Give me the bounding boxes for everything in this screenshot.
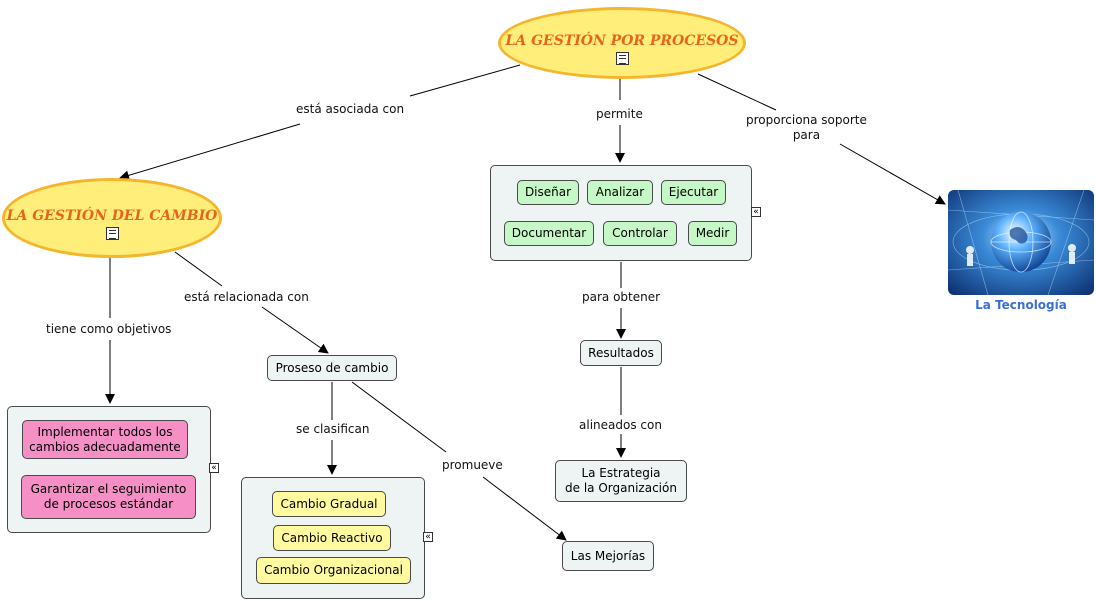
- link-label-objetivos: tiene como objetivos: [46, 322, 172, 337]
- link-label-obtener: para obtener: [582, 290, 661, 305]
- topic-gestion-del-cambio-title: LA GESTIÓN DEL CAMBIO: [6, 208, 218, 224]
- change-type-reactivo[interactable]: Cambio Reactivo: [273, 525, 391, 551]
- link-line-soporte-b: [839, 143, 946, 205]
- link-label-relacionada: está relacionada con: [184, 290, 309, 305]
- change-type-organizacional[interactable]: Cambio Organizacional: [256, 557, 411, 584]
- link-line-relacionada-a: [174, 251, 223, 287]
- concept-tecnologia[interactable]: La Tecnología: [975, 298, 1067, 312]
- objective-garantizar[interactable]: Garantizar el seguimiento de procesos es…: [21, 475, 196, 519]
- document-icon[interactable]: [615, 52, 629, 65]
- expand-icon[interactable]: «: [423, 532, 433, 542]
- link-label-soporte: proporciona soporte para: [746, 113, 867, 143]
- link-line-soporte-a: [697, 73, 777, 111]
- link-line-asociada-b: [119, 123, 301, 181]
- topic-gestion-por-procesos[interactable]: LA GESTIÓN POR PROCESOS: [498, 7, 746, 79]
- action-controlar[interactable]: Controlar: [603, 221, 677, 246]
- change-type-gradual[interactable]: Cambio Gradual: [272, 491, 386, 517]
- link-line-promueve-a: [351, 381, 447, 453]
- concept-mejoras[interactable]: Las Mejorías: [562, 541, 654, 571]
- link-line-asociada-a: [409, 64, 521, 97]
- action-medir[interactable]: Medir: [688, 221, 737, 246]
- concept-resultados[interactable]: Resultados: [580, 340, 662, 366]
- topic-gestion-del-cambio[interactable]: LA GESTIÓN DEL CAMBIO: [2, 178, 222, 258]
- action-disenar[interactable]: Diseñar: [517, 180, 579, 205]
- objective-implementar[interactable]: Implementar todos los cambios adecuadame…: [22, 420, 188, 459]
- technology-globe-image[interactable]: [948, 190, 1094, 295]
- action-analizar[interactable]: Analizar: [587, 180, 653, 205]
- link-label-promueve: promueve: [442, 458, 503, 473]
- link-label-asociada: está asociada con: [296, 102, 405, 117]
- link-label-alineados: alineados con: [579, 418, 662, 433]
- expand-icon[interactable]: «: [209, 463, 219, 473]
- action-documentar[interactable]: Documentar: [504, 221, 594, 246]
- concept-estrategia[interactable]: La Estrategia de la Organización: [555, 460, 687, 502]
- link-label-permite: permite: [596, 107, 643, 122]
- link-line-promueve-b: [482, 476, 567, 541]
- link-line-relacionada-b: [261, 306, 329, 354]
- globe-icon: [948, 190, 1094, 295]
- topic-gestion-por-procesos-title: LA GESTIÓN POR PROCESOS: [505, 33, 739, 49]
- concept-proseso-de-cambio[interactable]: Proseso de cambio: [267, 355, 397, 381]
- action-ejecutar[interactable]: Ejecutar: [661, 180, 726, 205]
- link-label-clasifican: se clasifican: [296, 422, 370, 437]
- expand-icon[interactable]: «: [751, 207, 761, 217]
- document-icon[interactable]: [105, 227, 119, 240]
